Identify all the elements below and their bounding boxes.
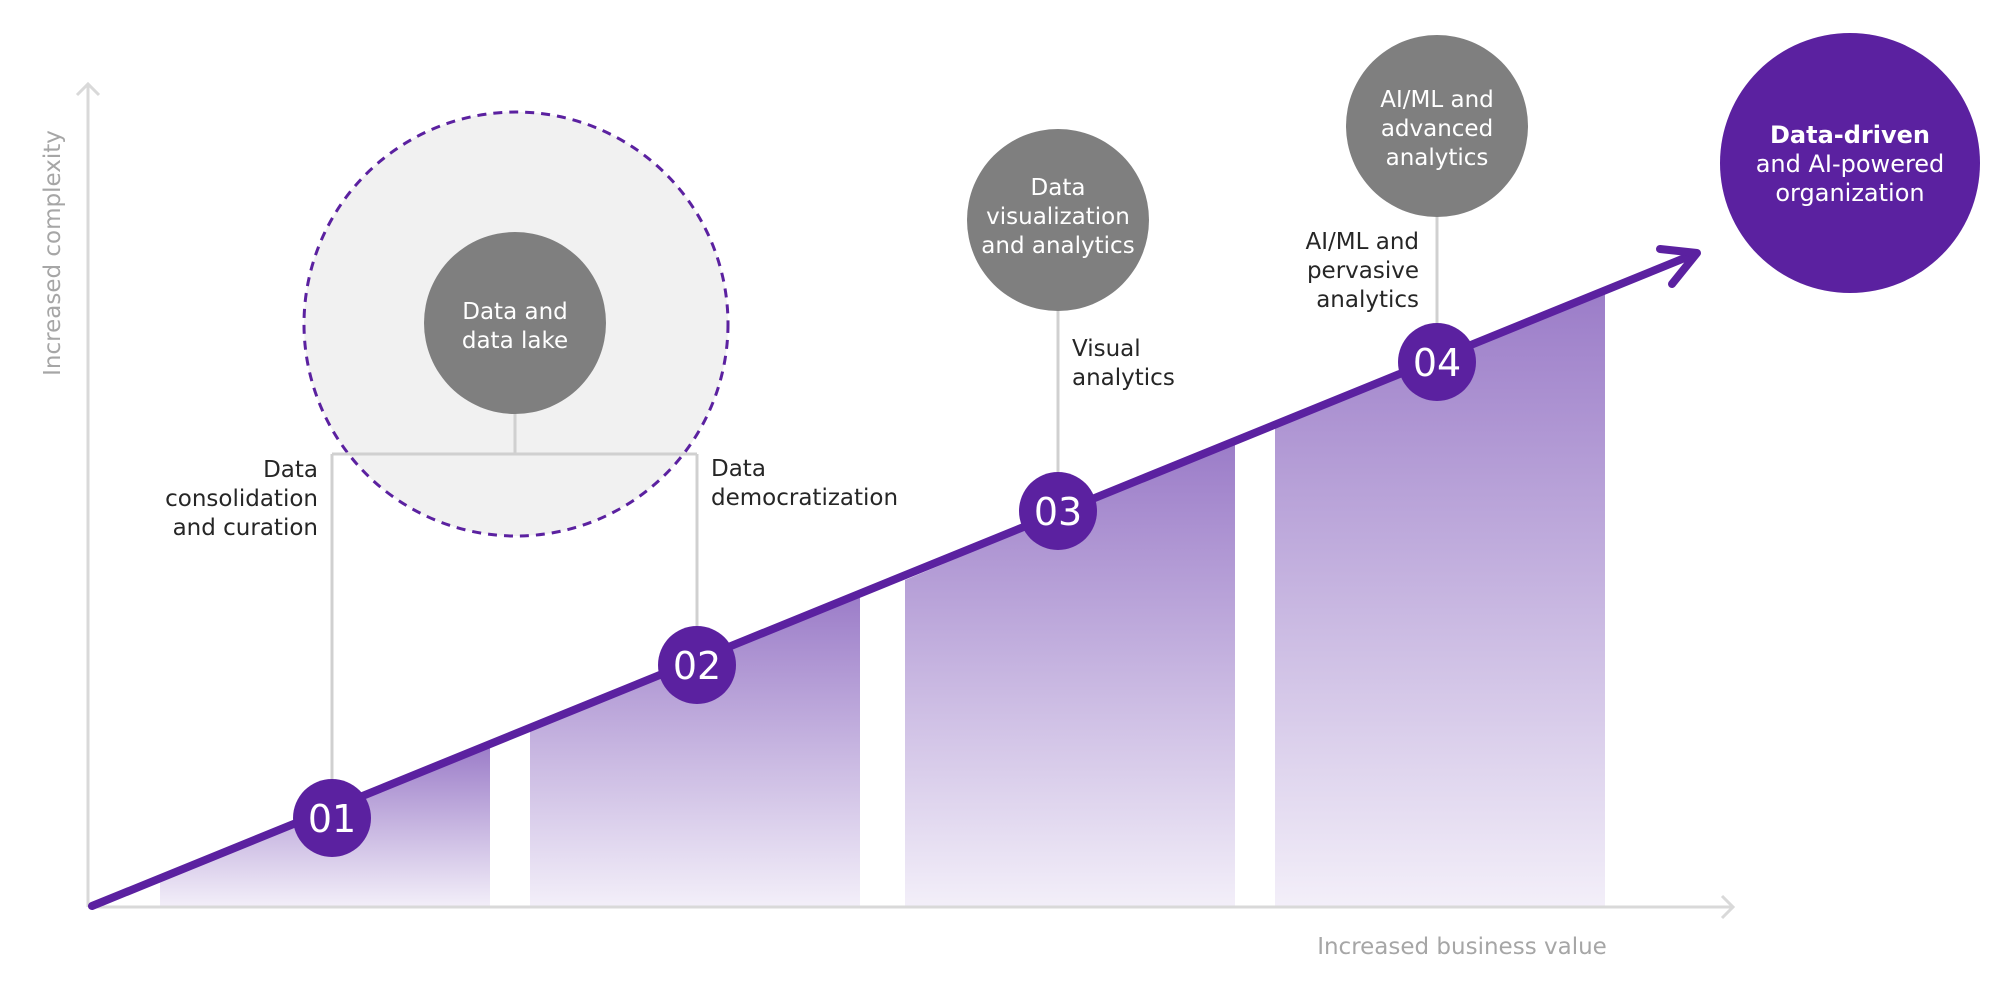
bubble-data-lake: Data and data lake xyxy=(424,232,606,414)
y-axis-label: Increased complexity xyxy=(40,130,66,376)
step-label-01-line-1: Data xyxy=(263,457,318,483)
step-label-04-line-2: pervasive xyxy=(1307,258,1419,284)
stage-column-3 xyxy=(905,442,1235,907)
connector-lines xyxy=(330,216,1439,795)
step-label-02-line-2: democratization xyxy=(711,485,898,511)
bubble-data-lake-line-1: Data and xyxy=(462,299,568,325)
step-label-04: AI/ML and pervasive analytics xyxy=(1305,229,1419,313)
step-number-02: 02 xyxy=(673,644,721,688)
bubble-data-lake-line-2: data lake xyxy=(462,328,568,354)
step-label-01-line-2: consolidation xyxy=(165,486,318,512)
stage-column-4 xyxy=(1275,289,1605,907)
step-number-04: 04 xyxy=(1413,341,1461,385)
step-marker-03: 03 xyxy=(1019,472,1097,550)
step-label-03-line-2: analytics xyxy=(1072,365,1175,391)
bubble-ai-ml: AI/ML and advanced analytics xyxy=(1346,35,1528,217)
step-number-03: 03 xyxy=(1034,490,1082,534)
step-label-03-line-1: Visual xyxy=(1072,336,1141,362)
bubble-ai-ml-line-2: advanced xyxy=(1381,116,1493,142)
bubble-visualization-line-2: visualization xyxy=(986,204,1130,230)
x-axis-label: Increased business value xyxy=(1317,934,1607,960)
bubble-visualization-line-3: and analytics xyxy=(981,233,1134,259)
step-label-02: Data democratization xyxy=(711,456,898,511)
final-goal-bubble: Data-driven and AI-powered organization xyxy=(1720,33,1980,293)
x-axis xyxy=(88,894,1736,920)
bubble-ai-ml-line-1: AI/ML and xyxy=(1380,87,1494,113)
final-goal-bold: Data-driven xyxy=(1770,121,1930,149)
step-label-02-line-1: Data xyxy=(711,456,766,482)
step-label-03: Visual analytics xyxy=(1072,336,1175,391)
final-goal-line-1: and AI-powered xyxy=(1756,150,1945,178)
step-label-01-line-3: and curation xyxy=(173,515,318,541)
bubble-ai-ml-line-3: analytics xyxy=(1386,145,1489,171)
bubble-visualization-line-1: Data xyxy=(1031,175,1086,201)
stage-column-2 xyxy=(530,593,860,907)
step-number-01: 01 xyxy=(308,797,356,841)
final-goal-line-2: organization xyxy=(1775,179,1924,207)
step-label-04-line-3: analytics xyxy=(1316,287,1419,313)
y-axis xyxy=(75,81,101,907)
step-label-01: Data consolidation and curation xyxy=(165,457,318,541)
step-marker-01: 01 xyxy=(293,779,371,857)
step-label-04-line-1: AI/ML and xyxy=(1305,229,1419,255)
step-marker-02: 02 xyxy=(658,626,736,704)
bubble-visualization: Data visualization and analytics xyxy=(967,129,1149,311)
step-marker-04: 04 xyxy=(1398,323,1476,401)
